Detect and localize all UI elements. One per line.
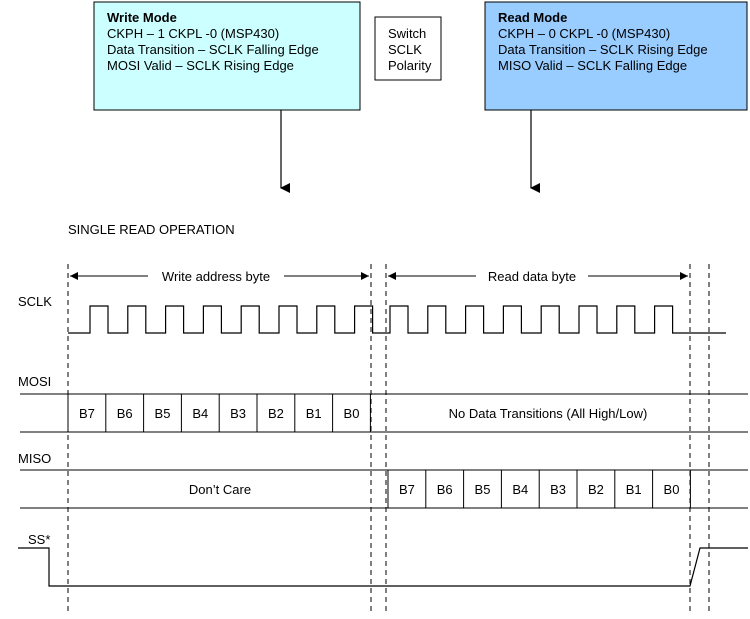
write-mode-line-1: CKPH – 1 CKPL -0 (MSP430) [107, 26, 279, 41]
operation-title: SINGLE READ OPERATION [68, 222, 235, 237]
mosi-bus: B7 B6 B5 B4 B3 B2 B1 B0 No Data Transitions (Al… [20, 393, 748, 433]
read-mode-line-1: CKPH – 0 CKPL -0 (MSP430) [498, 26, 670, 41]
miso-bit-b7: B7 [399, 482, 415, 497]
switch-line-1: Switch [388, 26, 426, 41]
switch-polarity-box: Switch SCLK Polarity [374, 16, 442, 81]
mosi-bit-b4: B4 [192, 406, 208, 421]
sclk-label: SCLK [18, 294, 52, 309]
read-span-arrow-right [680, 272, 688, 280]
write-mode-box: Write Mode CKPH – 1 CKPL -0 (MSP430) Dat… [93, 1, 361, 111]
boundary-lines [67, 264, 710, 612]
miso-bit-b6: B6 [437, 482, 453, 497]
write-mode-title: Write Mode [107, 10, 177, 25]
mosi-bit-b0: B0 [344, 406, 360, 421]
write-mode-line-2: Data Transition – SCLK Falling Edge [107, 42, 319, 57]
write-span-arrow-left [70, 272, 78, 280]
miso-bus: B7 B6 B5 B4 B3 B2 B1 B0 Don’t Care [20, 469, 748, 509]
read-mode-line-3: MISO Valid – SCLK Falling Edge [498, 58, 687, 73]
mosi-bit-b5: B5 [155, 406, 171, 421]
sclk-waveform [68, 305, 726, 334]
mosi-bit-b3: B3 [230, 406, 246, 421]
write-span-arrow-right [361, 272, 369, 280]
write-mode-line-3: MOSI Valid – SCLK Rising Edge [107, 58, 294, 73]
miso-label: MISO [18, 451, 51, 466]
ss-waveform [18, 547, 748, 587]
miso-bit-b2: B2 [588, 482, 604, 497]
read-mode-title: Read Mode [498, 10, 567, 25]
switch-line-3: Polarity [388, 58, 432, 73]
miso-bit-b3: B3 [550, 482, 566, 497]
mosi-bit-b2: B2 [268, 406, 284, 421]
miso-bit-b4: B4 [512, 482, 528, 497]
read-span-arrow-left [388, 272, 396, 280]
read-mode-box: Read Mode CKPH – 0 CKPL -0 (MSP430) Data… [484, 1, 748, 111]
mosi-bit-b7: B7 [79, 406, 95, 421]
miso-bit-b0: B0 [664, 482, 680, 497]
mosi-idle-label: No Data Transitions (All High/Low) [449, 406, 648, 421]
switch-line-2: SCLK [388, 42, 422, 57]
mosi-bit-b6: B6 [117, 406, 133, 421]
mosi-bit-b1: B1 [306, 406, 322, 421]
read-span-label: Read data byte [488, 269, 576, 284]
write-span-label: Write address byte [162, 269, 270, 284]
write-span: Write address byte [70, 269, 369, 284]
miso-idle-label: Don’t Care [189, 482, 251, 497]
mosi-label: MOSI [18, 374, 51, 389]
read-mode-line-2: Data Transition – SCLK Rising Edge [498, 42, 708, 57]
miso-bit-b5: B5 [475, 482, 491, 497]
read-span: Read data byte [388, 269, 688, 284]
ss-label: SS* [28, 532, 50, 547]
miso-bit-b1: B1 [626, 482, 642, 497]
